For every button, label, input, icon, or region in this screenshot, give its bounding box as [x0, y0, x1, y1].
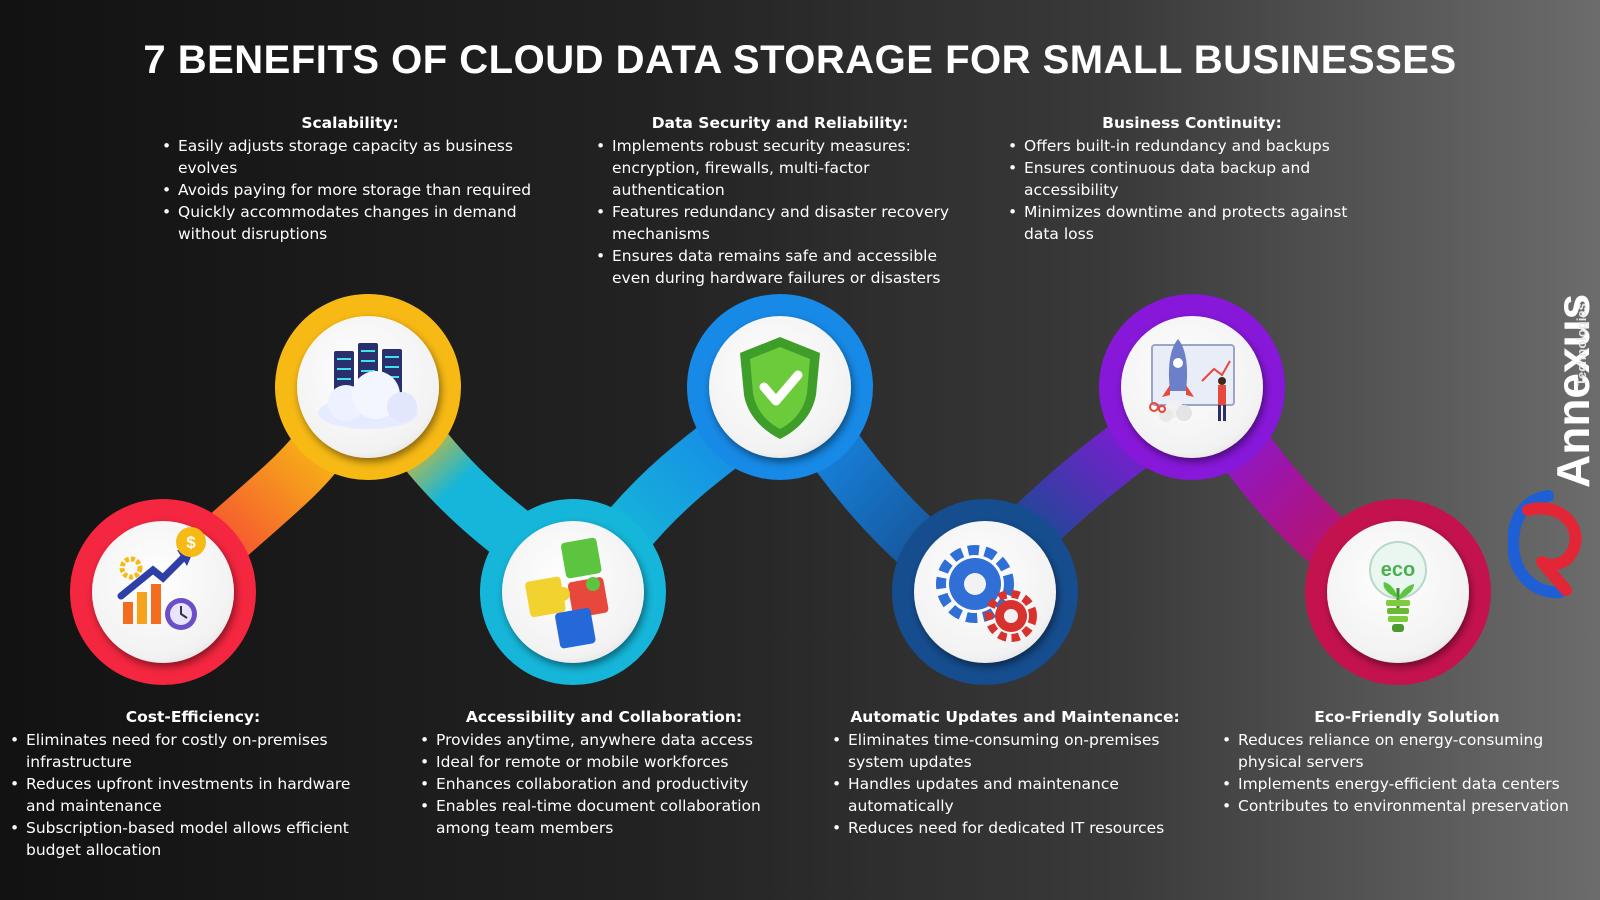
svg-text:eco: eco [1381, 559, 1415, 581]
svg-text:$: $ [186, 533, 196, 552]
benefit-title: Accessibility and Collaboration: [465, 708, 743, 726]
benefit-list: Provides anytime, anywhere data access I… [418, 729, 790, 839]
benefit-list: Easily adjusts storage capacity as busin… [160, 135, 540, 245]
list-item: Subscription-based model allows efficien… [10, 817, 378, 861]
benefit-title: Business Continuity: [1102, 114, 1282, 132]
list-item: Ideal for remote or mobile workforces [420, 751, 790, 773]
brand-name: Annexus [1547, 293, 1599, 488]
list-item: Implements robust security measures: enc… [596, 135, 966, 201]
brand-tagline: Technologies [1574, 303, 1589, 386]
benefit-title: Scalability: [301, 114, 399, 132]
list-item: Eliminates need for costly on-premises i… [10, 729, 378, 773]
list-item: Minimizes downtime and protects against … [1008, 201, 1378, 245]
cloud-server-icon [318, 343, 418, 429]
benefit-list: Reduces reliance on energy-consuming phy… [1220, 729, 1594, 817]
list-item: Enhances collaboration and productivity [420, 773, 790, 795]
benefit-continuity: Business Continuity: Offers built-in red… [1006, 112, 1378, 245]
list-item: Quickly accommodates changes in demand w… [162, 201, 540, 245]
list-item: Enables real-time document collaboration… [420, 795, 790, 839]
benefit-title: Automatic Updates and Maintenance: [850, 708, 1180, 726]
node-disc-cost-efficiency [92, 521, 234, 663]
benefit-list: Implements robust security measures: enc… [594, 135, 966, 289]
benefit-list: Eliminates time-consuming on-premises sy… [830, 729, 1200, 839]
page-title: 7 BENEFITS OF CLOUD DATA STORAGE FOR SMA… [143, 38, 1457, 82]
list-item: Reduces need for dedicated IT resources [832, 817, 1200, 839]
list-item: Eliminates time-consuming on-premises sy… [832, 729, 1200, 773]
benefit-eco: Eco-Friendly Solution Reduces reliance o… [1220, 706, 1594, 817]
benefit-title: Cost-Efficiency: [125, 708, 261, 726]
list-item: Implements energy-efficient data centers [1222, 773, 1594, 795]
benefit-title: Data Security and Reliability: [651, 114, 909, 132]
benefit-title: Eco-Friendly Solution [1314, 708, 1500, 726]
shield-check-icon [740, 337, 820, 439]
puzzle-icon [525, 537, 609, 649]
list-item: Reduces reliance on energy-consuming phy… [1222, 729, 1594, 773]
eco-bulb-icon: eco [1369, 541, 1427, 632]
list-item: Reduces upfront investments in hardware … [10, 773, 378, 817]
benefit-scalability: Scalability: Easily adjusts storage capa… [160, 112, 540, 245]
list-item: Features redundancy and disaster recover… [596, 201, 966, 245]
benefit-list: Eliminates need for costly on-premises i… [8, 729, 378, 861]
benefit-accessibility: Accessibility and Collaboration: Provide… [418, 706, 790, 839]
list-item: Easily adjusts storage capacity as busin… [162, 135, 540, 179]
list-item: Handles updates and maintenance automati… [832, 773, 1200, 817]
benefit-cost-efficiency: Cost-Efficiency: Eliminates need for cos… [8, 706, 378, 861]
list-item: Offers built-in redundancy and backups [1008, 135, 1378, 157]
brand-mark-icon [1508, 490, 1582, 599]
list-item: Contributes to environmental preservatio… [1222, 795, 1594, 817]
gears-icon [936, 545, 1037, 642]
brand-logo: Annexus Technologies [1508, 268, 1599, 608]
growth-chart-icon: $ [117, 527, 206, 630]
benefit-security: Data Security and Reliability: Implement… [594, 112, 966, 289]
list-item: Ensures data remains safe and accessible… [596, 245, 966, 289]
rocket-launch-icon [1149, 339, 1235, 422]
list-item: Provides anytime, anywhere data access [420, 729, 790, 751]
benefit-updates: Automatic Updates and Maintenance: Elimi… [830, 706, 1200, 839]
list-item: Avoids paying for more storage than requ… [162, 179, 540, 201]
benefit-list: Offers built-in redundancy and backups E… [1006, 135, 1378, 245]
list-item: Ensures continuous data backup and acces… [1008, 157, 1378, 201]
